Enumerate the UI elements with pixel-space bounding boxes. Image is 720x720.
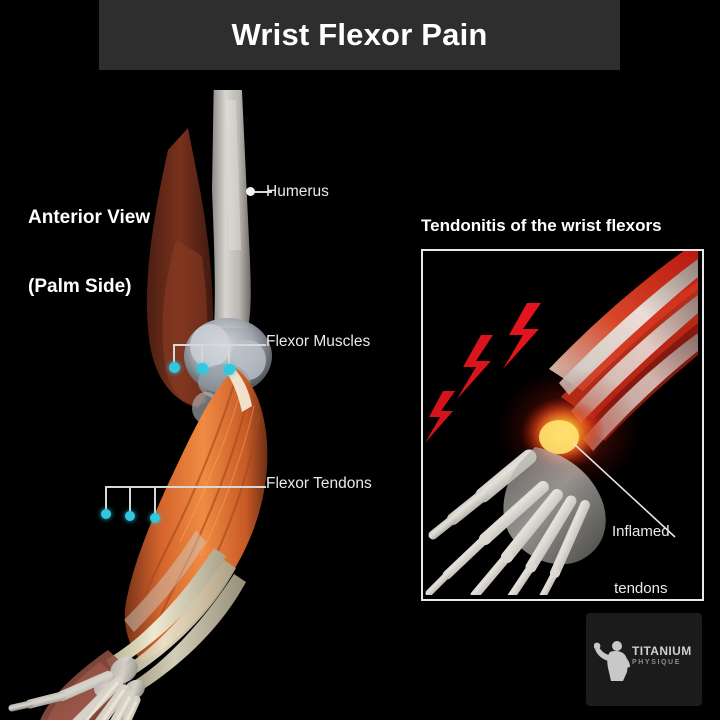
logo-subtext: PHYSIQUE (632, 658, 681, 666)
logo-wordmark: TITANIUM (632, 643, 692, 658)
flexor-tendons-leader-line (257, 486, 266, 488)
flexor-muscles-stem-1 (173, 344, 175, 364)
inflamed-tendons-line2: tendons (614, 580, 668, 597)
label-flexor-muscles: Flexor Muscles (266, 333, 371, 350)
flexor-tendon-dot-3 (150, 513, 160, 523)
flexor-muscles-leader-line (257, 344, 266, 346)
view-label: Anterior View (Palm Side) (28, 160, 150, 344)
flexor-tendons-stem-1 (105, 486, 107, 510)
tendonitis-illustration-svg (423, 251, 698, 595)
flexor-muscles-bracket-top (173, 344, 257, 346)
anterior-arm-illustration (0, 90, 400, 720)
inset-panel (421, 249, 704, 601)
logo-inner: TITANIUM PHYSIQUE (594, 638, 694, 682)
flexor-tendon-dot-1 (101, 509, 111, 519)
humerus-leader-line (254, 191, 272, 193)
pain-lightning-bolts (425, 303, 541, 443)
flexor-muscles-stem-2 (201, 344, 203, 364)
flexor-tendons-stem-3 (154, 486, 156, 514)
brand-logo: TITANIUM PHYSIQUE (586, 613, 702, 706)
view-label-line1: Anterior View (28, 207, 151, 228)
label-humerus: Humerus (266, 183, 329, 200)
label-inflamed-tendons: Inflamed tendons (612, 484, 670, 636)
inflamed-tendons-leader-line (572, 442, 676, 538)
bodybuilder-icon (594, 640, 630, 681)
arm-anatomy-svg (8, 90, 272, 720)
title-banner: Wrist Flexor Pain (99, 0, 620, 70)
inflamed-tendons-line1: Inflamed (612, 523, 670, 540)
view-label-line2: (Palm Side) (28, 276, 132, 297)
flexor-tendons-bracket-top (105, 486, 257, 488)
page-title: Wrist Flexor Pain (231, 17, 488, 52)
inset-title: Tendonitis of the wrist flexors (421, 216, 662, 235)
flexor-tendon-dot-2 (125, 511, 135, 521)
flexor-tendons-stem-2 (129, 486, 131, 512)
flexor-muscle-dot-3 (224, 364, 235, 375)
flexor-muscle-dot-1 (169, 362, 180, 373)
humerus-marker-dot (246, 187, 255, 196)
flexor-muscles-stem-3 (228, 344, 230, 364)
label-flexor-tendons: Flexor Tendons (266, 475, 372, 492)
flexor-muscle-dot-2 (197, 363, 208, 374)
